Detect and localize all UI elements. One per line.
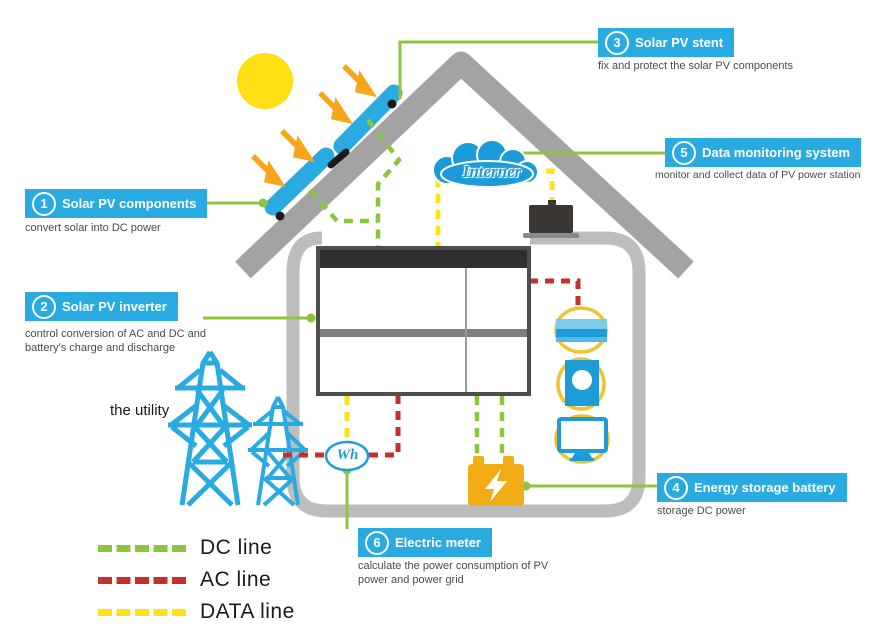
laptop-icon <box>523 200 579 238</box>
sun-icon <box>237 53 293 109</box>
house-wall <box>286 231 646 518</box>
label-desc-2: control conversion of AC and DC and batt… <box>25 328 206 355</box>
dc-line-swatch <box>98 544 186 552</box>
legend-row-data: DATA line <box>98 600 295 624</box>
internet-cloud-icon <box>432 139 539 188</box>
lightning-bolt-icon <box>485 469 507 502</box>
internet-cloud-label: Interner <box>462 162 522 181</box>
data-line-swatch <box>98 608 186 616</box>
label-box-solar-pv-components: 1 Solar PV components <box>25 189 208 218</box>
dc-line-panel2-to-inverter <box>308 188 378 224</box>
battery-icon <box>468 456 524 506</box>
washing-machine-icon <box>556 357 606 411</box>
utility-label: the utility <box>110 402 170 419</box>
transmission-tower-small <box>248 396 308 507</box>
dc-line-legend-label: DC line <box>200 536 273 559</box>
panel-mount-dot-upper <box>387 99 397 109</box>
dc-lines <box>308 118 505 458</box>
label-desc-3: fix and protect the solar PV components <box>598 60 794 72</box>
solar-panel-array <box>264 84 403 221</box>
connector-label3 <box>398 40 598 99</box>
wh-meter-label: Wh <box>336 447 359 463</box>
ac-lines <box>283 278 581 458</box>
label-number-2: 2 <box>32 294 56 319</box>
label-desc-6: calculate the power consumption of PV po… <box>358 560 549 587</box>
label-number-6: 6 <box>365 530 389 555</box>
label-title-1: Solar PV components <box>62 196 197 211</box>
label-box-electric-meter: 6 Electric meter <box>358 528 492 557</box>
panel-mount-dot-lower <box>275 211 285 221</box>
label-number-3: 3 <box>605 30 629 55</box>
ac-unit-icon <box>554 306 608 354</box>
label-number-4: 4 <box>664 475 688 500</box>
inverter-header <box>318 248 529 268</box>
label-desc-1: convert solar into DC power <box>25 222 161 234</box>
ac-line-grid-meter-inverter <box>283 396 401 458</box>
label-box-solar-pv-inverter: 2 Solar PV inverter <box>25 292 178 321</box>
label-box-energy-storage-battery: 4 Energy storage battery <box>657 473 847 502</box>
data-line-legend-label: DATA line <box>200 600 295 623</box>
label-connector-lines <box>203 40 665 529</box>
transmission-tower-large <box>168 350 252 507</box>
legend-row-ac: AC line <box>98 568 271 592</box>
inverter-box <box>316 246 531 396</box>
label-title-3: Solar PV stent <box>635 35 724 50</box>
solar-panel-lower <box>264 147 335 216</box>
sun-ray-arrows <box>251 64 377 188</box>
label-desc-5: monitor and collect data of PV power sta… <box>655 169 861 181</box>
label-number-5: 5 <box>672 140 696 165</box>
ac-line-swatch <box>98 576 186 584</box>
ac-line-inverter-to-appliances <box>529 278 581 307</box>
label-box-solar-pv-stent: 3 Solar PV stent <box>598 28 735 57</box>
legend-row-dc: DC line <box>98 536 272 560</box>
label-title-2: Solar PV inverter <box>62 299 167 314</box>
ac-line-legend-label: AC line <box>200 568 272 591</box>
solar-panel-upper <box>333 84 403 155</box>
label-title-4: Energy storage battery <box>694 480 836 495</box>
label-title-6: Electric meter <box>395 535 481 550</box>
roof <box>235 51 694 279</box>
dc-line-panels-to-inverter <box>366 118 402 247</box>
label-desc-4: storage DC power <box>657 505 746 517</box>
label-title-5: Data monitoring system <box>702 145 851 160</box>
inverter-divider <box>318 329 529 337</box>
panel-connector <box>327 148 350 169</box>
wh-meter <box>324 440 370 472</box>
label-box-data-monitoring-system: 5 Data monitoring system <box>665 138 862 167</box>
tv-icon <box>554 414 610 464</box>
label-number-1: 1 <box>32 191 56 216</box>
